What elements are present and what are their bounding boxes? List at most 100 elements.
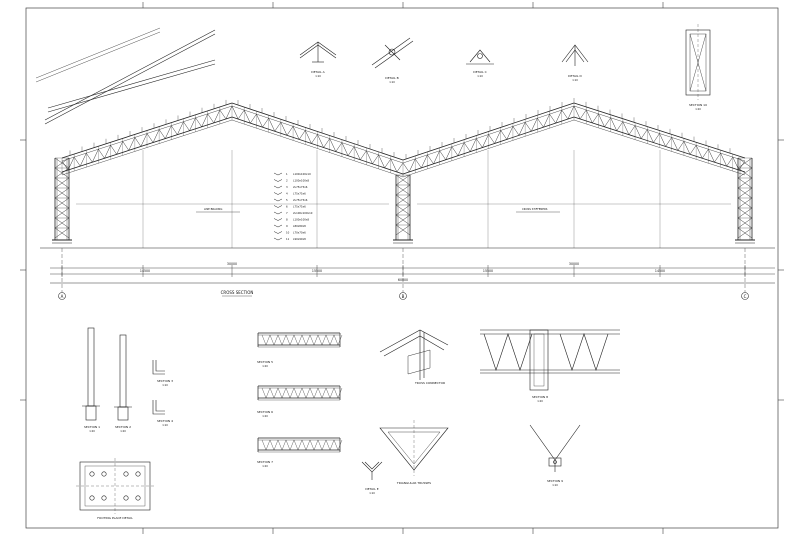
anchor-bolt bbox=[135, 495, 141, 501]
legend-size: L100x100x8 bbox=[293, 179, 309, 183]
legend-number: 10 bbox=[286, 231, 290, 235]
anchor-bolt bbox=[101, 471, 107, 477]
grid-axis: A B C bbox=[50, 248, 775, 300]
section-7-title: SECTION 7 bbox=[257, 460, 273, 464]
section-7-scale: 1:20 bbox=[262, 464, 268, 468]
legend-glyph bbox=[273, 185, 283, 189]
detail-b-title: DETAIL B bbox=[385, 76, 398, 80]
truss-connector-drawing bbox=[379, 329, 449, 380]
footing-plate-drawing bbox=[76, 458, 154, 514]
legend-number: 4 bbox=[286, 192, 288, 196]
grid-bubble-b bbox=[399, 292, 407, 300]
grid-bubble-c bbox=[741, 292, 749, 300]
legend-size: 2L75x75x6 bbox=[293, 185, 308, 189]
dim-sub-4: 14500 bbox=[655, 269, 665, 273]
legend-glyph bbox=[273, 192, 283, 195]
grid-bubble-a bbox=[58, 292, 66, 300]
legend-size: L90x90x8 bbox=[293, 237, 306, 241]
legend-number: 11 bbox=[286, 237, 290, 241]
horizontal-sections bbox=[257, 332, 343, 453]
dimension-lines bbox=[50, 265, 775, 277]
legend-number: 7 bbox=[286, 211, 288, 215]
section-1-title: SECTION 1 bbox=[84, 425, 100, 429]
detail-d-title: DETAIL D bbox=[568, 74, 582, 78]
section-9-drawing bbox=[529, 424, 581, 472]
section-2-scale: 1:20 bbox=[120, 429, 126, 433]
dimension-text: 30000 30000 14500 15500 15500 14500 6000… bbox=[140, 262, 665, 295]
anchor-bolt bbox=[89, 471, 95, 477]
legend-glyph bbox=[273, 218, 283, 221]
legend-glyph bbox=[273, 224, 283, 228]
detail-a-drawing bbox=[299, 41, 337, 63]
legend-number: 1 bbox=[286, 172, 288, 176]
section-10-title: SECTION 10 bbox=[689, 103, 707, 107]
section-6-scale: 1:20 bbox=[262, 414, 268, 418]
section-8-drawing bbox=[480, 329, 620, 391]
legend-size: 2L100x100x10 bbox=[293, 211, 313, 215]
note-cross-stiffeners: CROSS STIFFENERS bbox=[522, 207, 548, 211]
legend-glyph bbox=[273, 172, 283, 176]
detail-a-scale: 1:10 bbox=[315, 74, 321, 78]
legend-number: 6 bbox=[286, 205, 288, 209]
legend-number: 3 bbox=[286, 185, 288, 189]
section-2-drawing bbox=[114, 334, 132, 421]
anchor-bolt bbox=[123, 471, 129, 477]
legend-number: 9 bbox=[286, 224, 288, 228]
legend-size: 2L75x75x6 bbox=[293, 198, 308, 202]
section-3-title: SECTION 3 bbox=[157, 379, 173, 383]
section-10-drawing bbox=[685, 24, 711, 100]
triangular-truss-drawing bbox=[379, 420, 449, 476]
legend-glyph bbox=[273, 198, 283, 202]
section-2-title: SECTION 2 bbox=[115, 425, 131, 429]
legend-size: L75x75x6 bbox=[293, 205, 306, 209]
section-8-title: SECTION 8 bbox=[532, 395, 548, 399]
main-view-label: CROSS SECTION bbox=[221, 290, 254, 295]
legend-number: 2 bbox=[286, 179, 288, 183]
triangle-title: TRIANGULAR TRUSSES bbox=[396, 481, 431, 485]
detail-b-scale: 1:10 bbox=[389, 80, 395, 84]
anchor-bolt bbox=[101, 495, 107, 501]
truss-elevation bbox=[40, 98, 775, 249]
legend-glyph bbox=[273, 179, 283, 182]
dim-overall: 60000 bbox=[398, 278, 408, 282]
legend-glyph bbox=[273, 231, 283, 234]
section-4-drawing bbox=[152, 400, 165, 415]
note-line-bracing: LINE BRACING bbox=[204, 207, 222, 211]
legend-size: L75x75x6 bbox=[293, 192, 306, 196]
detail-d-drawing bbox=[561, 44, 589, 66]
legend-number: 8 bbox=[286, 218, 288, 222]
anchor-bolt bbox=[135, 471, 141, 477]
section-10-scale: 1:20 bbox=[695, 107, 701, 111]
footing-title: FOOTING PLACE DETAIL bbox=[97, 516, 133, 520]
section-3-scale: 1:10 bbox=[162, 383, 168, 387]
detail-c-drawing bbox=[466, 49, 494, 65]
detail-c-title: DETAIL C bbox=[473, 70, 486, 74]
detail-b-drawing bbox=[371, 37, 414, 69]
grid-label-a: A bbox=[61, 294, 64, 299]
anchor-bolt bbox=[123, 495, 129, 501]
section-5-scale: 1:20 bbox=[262, 364, 268, 368]
grid-label-b: B bbox=[402, 294, 405, 299]
legend-glyph bbox=[273, 211, 283, 215]
section-3-drawing bbox=[152, 360, 165, 375]
border-ticks bbox=[20, 2, 784, 534]
legend-size: L80x80x8 bbox=[293, 224, 306, 228]
purlin-detail bbox=[35, 27, 216, 125]
section-9-title: SECTION 9 bbox=[547, 479, 563, 483]
legend-size: L100x100x10 bbox=[293, 172, 311, 176]
legend-size: L70x70x6 bbox=[293, 231, 306, 235]
detail-d-scale: 1:10 bbox=[572, 78, 578, 82]
dim-bay-2: 30000 bbox=[569, 262, 579, 266]
dim-sub-1: 14500 bbox=[140, 269, 150, 273]
section-8-scale: 1:20 bbox=[537, 399, 543, 403]
anchor-bolt bbox=[89, 495, 95, 501]
section-4-scale: 1:10 bbox=[162, 423, 168, 427]
detail-e-title: DETAIL E bbox=[365, 487, 378, 491]
dim-sub-3: 15500 bbox=[483, 269, 493, 273]
section-4-title: SECTION 4 bbox=[157, 419, 173, 423]
detail-e-drawing bbox=[361, 461, 383, 480]
sheet-border bbox=[25, 7, 779, 529]
legend-glyph bbox=[273, 237, 283, 241]
